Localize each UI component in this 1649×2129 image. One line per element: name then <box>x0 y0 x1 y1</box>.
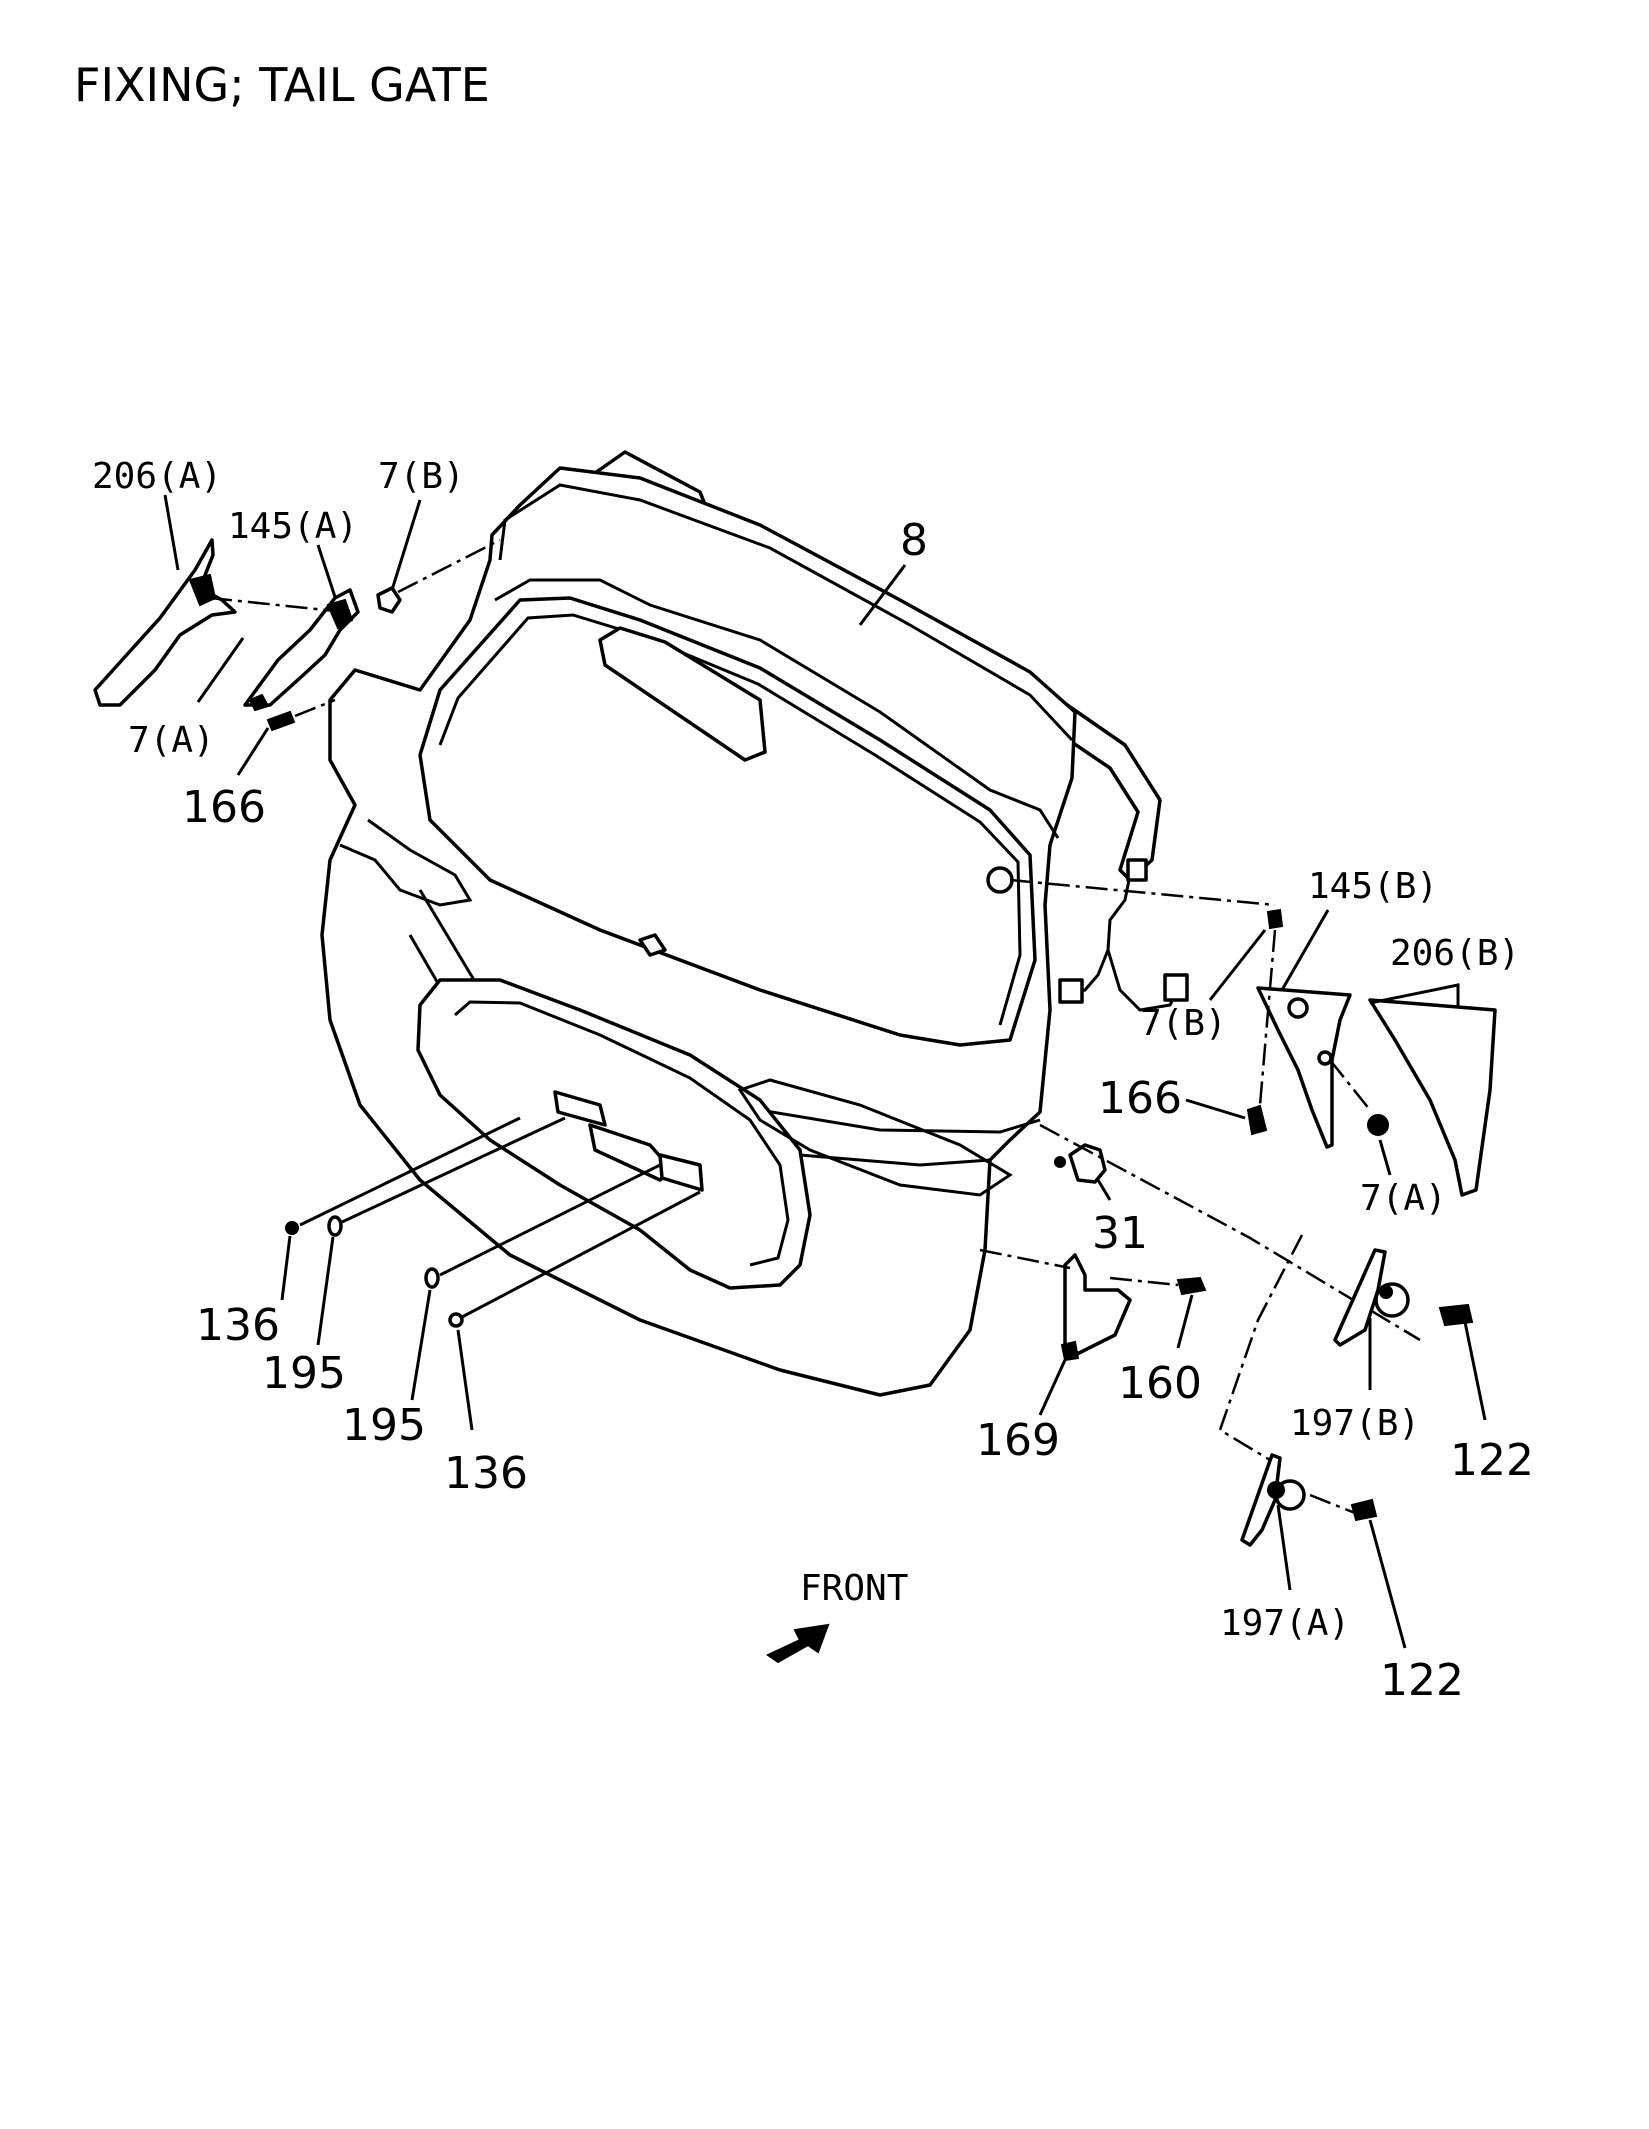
front-arrow-icon <box>766 1623 830 1664</box>
hinge-bracket-145a <box>243 588 360 712</box>
leader-lines <box>163 494 1487 1649</box>
bolt-166-left <box>266 710 296 732</box>
callout-136-left: 136 <box>196 1300 280 1351</box>
damper-mount-197a <box>1240 1453 1306 1547</box>
callout-195-mid: 195 <box>342 1400 426 1451</box>
callout-160: 160 <box>1118 1358 1202 1409</box>
clip-7b-top <box>376 586 402 614</box>
callout-7b-right: 7(B) <box>1140 1003 1227 1044</box>
callout-166-right: 166 <box>1098 1073 1182 1124</box>
hinge-cover-206a <box>93 538 237 707</box>
cap-7a-right <box>1367 1114 1389 1136</box>
callout-195-left: 195 <box>262 1348 346 1399</box>
callout-31: 31 <box>1092 1208 1148 1259</box>
hinge-cover-206b <box>1368 998 1497 1197</box>
tail-gate-part-8 <box>320 450 1189 1397</box>
page-title: FIXING; TAIL GATE <box>74 58 490 112</box>
callout-7a-left: 7(A) <box>128 720 215 761</box>
plug-136-mid <box>448 1312 464 1328</box>
callout-labels: 206(A) 145(A) 7(B) 8 7(A) 166 145(B) 206… <box>92 456 1534 1706</box>
bolt-166-right <box>1246 1104 1268 1136</box>
callout-122-lower: 122 <box>1380 1655 1464 1706</box>
left-dash-lines <box>209 538 501 718</box>
callout-197b: 197(B) <box>1290 1403 1420 1444</box>
bumper-31 <box>1054 1143 1107 1184</box>
callout-206a: 206(A) <box>92 456 222 497</box>
hinge-bracket-145b <box>1256 986 1352 1149</box>
callout-122-upper: 122 <box>1450 1435 1534 1486</box>
callout-7a-right: 7(A) <box>1360 1178 1447 1219</box>
bolt-122-upper <box>1438 1303 1474 1327</box>
callout-206b: 206(B) <box>1390 933 1520 974</box>
plug-136-left <box>285 1221 299 1235</box>
callout-166-left: 166 <box>182 782 266 833</box>
grommet-195-mid <box>424 1267 440 1289</box>
callout-136-mid: 136 <box>444 1448 528 1499</box>
front-label: FRONT <box>800 1568 908 1609</box>
damper-mount-197b <box>1333 1248 1410 1347</box>
right-dash-lines <box>1009 878 1371 1111</box>
callout-8: 8 <box>900 515 928 566</box>
bolt-122-lower <box>1350 1498 1378 1522</box>
bolt-160 <box>1176 1276 1207 1296</box>
callout-197a: 197(A) <box>1220 1603 1350 1644</box>
callout-7b-top: 7(B) <box>378 456 465 497</box>
callout-145b: 145(B) <box>1308 866 1438 907</box>
clip-7b-right <box>1266 908 1284 930</box>
callout-169: 169 <box>976 1415 1060 1466</box>
lower-dash-lines <box>299 1116 701 1319</box>
callout-145a: 145(A) <box>228 506 358 547</box>
grommet-195-left <box>327 1215 343 1237</box>
bracket-169 <box>1060 1253 1132 1362</box>
